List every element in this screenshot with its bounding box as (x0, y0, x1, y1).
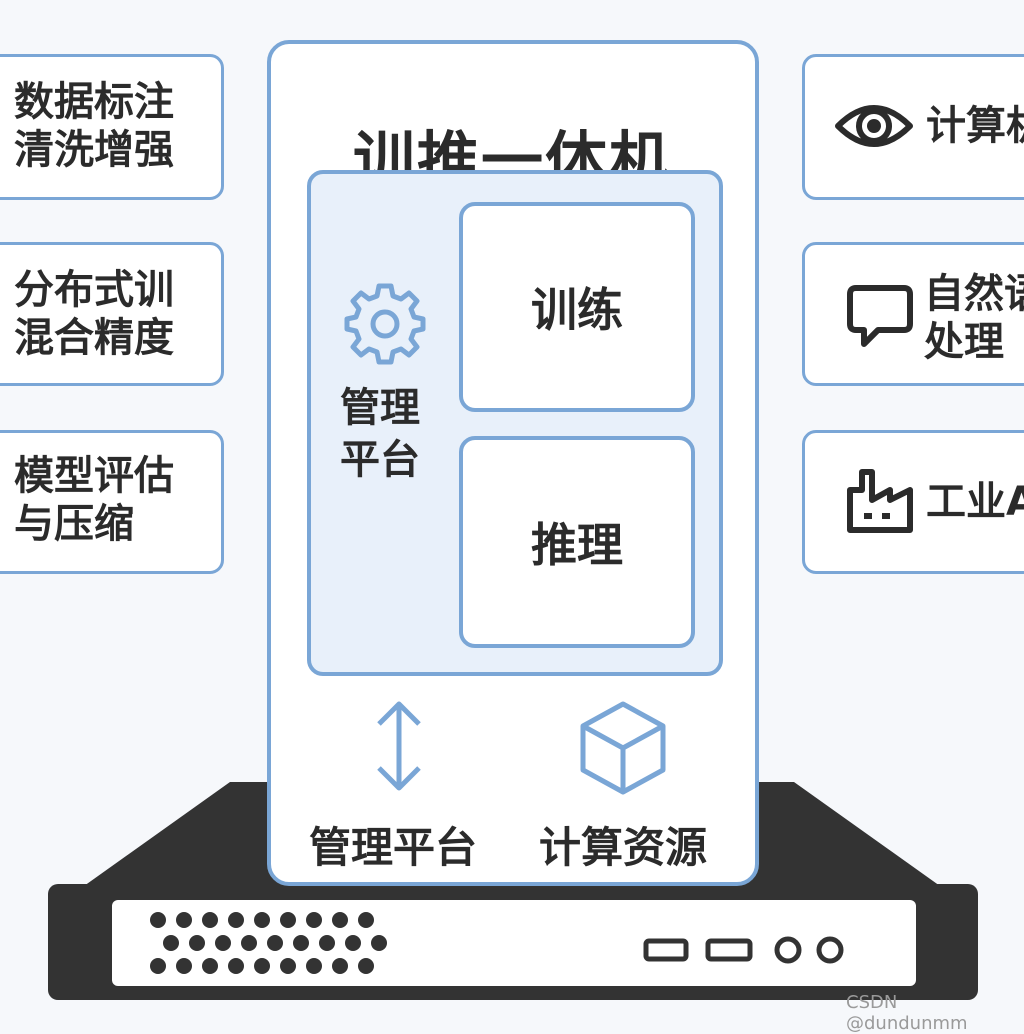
management-platform-label-line2: 平台 (340, 437, 420, 483)
usb-port-icon (705, 938, 753, 962)
left-card-data-labeling-line1: 数据标注 (14, 79, 174, 125)
management-platform-label: 管理 平台 (321, 382, 439, 486)
management-platform-label-line1: 管理 (340, 385, 420, 431)
right-card-nlp-line2: 处理 (924, 319, 1004, 365)
left-card-model-evaluation-line1: 模型评估 (14, 453, 174, 499)
speech-bubble-icon (847, 285, 913, 347)
inner-platform-box: 管理 平台 训练 推理 (307, 170, 723, 676)
right-card-industrial-ai-line1: 工业A (926, 479, 1024, 525)
gear-icon (344, 283, 426, 365)
left-card-data-labeling (0, 54, 224, 200)
eye-icon (835, 105, 913, 147)
bottom-management-platform-label: 管理平台 (309, 823, 478, 872)
inference-box: 推理 (459, 436, 695, 648)
training-inference-appliance-panel: 训推一体机 管理 平台 训练 推理 管理平台 计算资源 (267, 40, 759, 886)
watermark: CSDN @dundunmm (846, 992, 968, 1034)
vertical-arrows-icon (377, 701, 421, 791)
cube-icon (580, 701, 666, 795)
power-button-icon (774, 936, 802, 964)
left-card-data-labeling-line2: 清洗增强 (14, 127, 174, 173)
left-card-distributed-training (0, 242, 224, 386)
left-card-distributed-training-line2: 混合精度 (14, 315, 174, 361)
bottom-compute-resources-label: 计算资源 (539, 823, 708, 872)
right-card-computer-vision-line1: 计算机 (926, 103, 1024, 149)
training-box: 训练 (459, 202, 695, 412)
factory-icon (847, 469, 913, 533)
status-light-icon (816, 936, 844, 964)
right-card-nlp-line1: 自然语 (924, 271, 1024, 317)
left-card-distributed-training-line1: 分布式训 (14, 267, 174, 313)
left-card-model-evaluation (0, 430, 224, 574)
left-card-model-evaluation-line2: 与压缩 (14, 501, 134, 547)
usb-port-icon (643, 938, 689, 962)
right-card-nlp (802, 242, 1024, 386)
server-vent-holes (150, 912, 387, 974)
